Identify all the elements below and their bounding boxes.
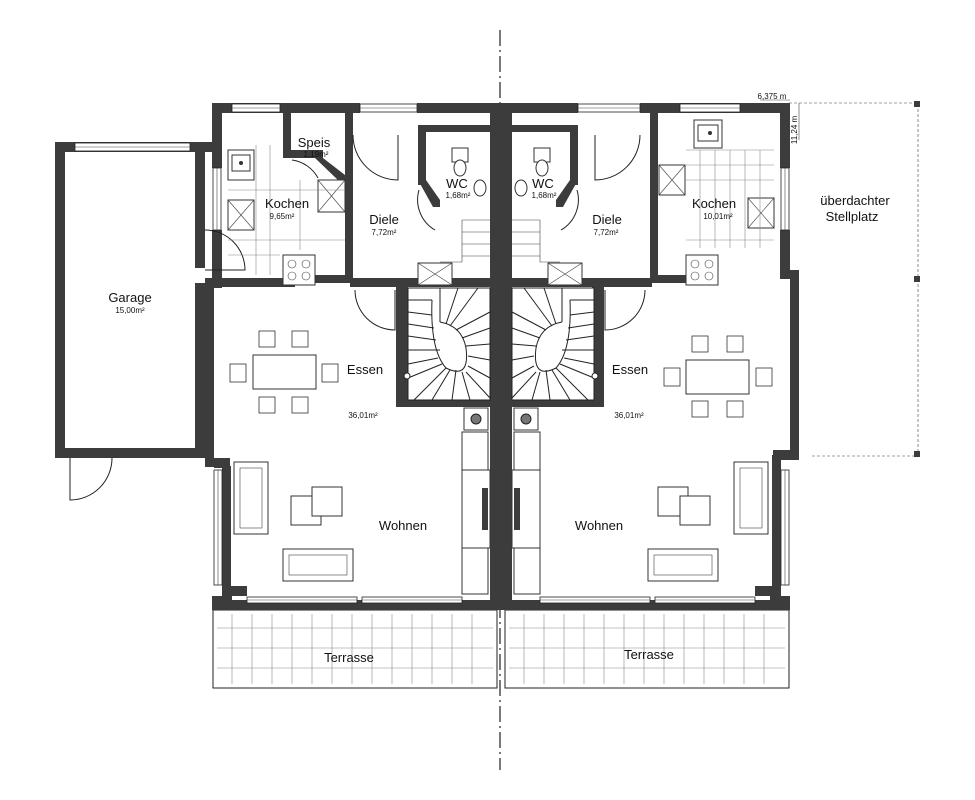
wc-right-label: WC — [532, 176, 554, 191]
terrasse-right-label: Terrasse — [624, 647, 674, 662]
living-left-area: 36,01m² — [348, 411, 378, 420]
diele-left-label: Diele — [369, 212, 399, 227]
dining-set-left — [229, 330, 339, 414]
kochen-left-area: 9,65m² — [270, 212, 295, 221]
wohnen-left-label: Wohnen — [379, 518, 427, 533]
speis-label: Speis — [298, 135, 331, 150]
dining-set-right — [663, 335, 773, 418]
carport-outline — [760, 99, 920, 457]
doors — [69, 134, 646, 501]
terrace-left — [212, 609, 498, 689]
wohnen-right-label: Wohnen — [575, 518, 623, 533]
essen-right-label: Essen — [612, 362, 648, 377]
wc-right-fixtures — [514, 147, 583, 286]
essen-left-label: Essen — [347, 362, 383, 377]
chimney-left — [461, 407, 491, 595]
kochen-right-area: 10,01m² — [703, 212, 733, 221]
carport-label-line1: überdachter — [820, 193, 890, 208]
kitchen-right-fixtures — [658, 119, 775, 286]
living-right-area: 36,01m² — [614, 411, 644, 420]
windows — [74, 103, 790, 604]
room-labels: Garage 15,00m² Speis 1,19m² Kochen 9,65m… — [108, 92, 890, 665]
wc-left-fixtures — [417, 147, 487, 286]
garage-label: Garage — [108, 290, 151, 305]
chimney-right — [511, 407, 541, 595]
wc-left-area: 1,68m² — [446, 191, 471, 200]
wc-right-area: 1,68m² — [532, 191, 557, 200]
speis-area: 1,19m² — [304, 150, 329, 159]
kochen-right-label: Kochen — [692, 196, 736, 211]
diele-left-area: 7,72m² — [372, 228, 397, 237]
diele-right-area: 7,72m² — [594, 228, 619, 237]
dimension-depth: 11,24 m — [790, 116, 799, 145]
stair-landings — [440, 219, 560, 263]
garage-area: 15,00m² — [115, 306, 145, 315]
carport-label-line2: Stellplatz — [826, 209, 879, 224]
staircase-right — [511, 287, 599, 401]
dimension-width: 6,375 m — [758, 92, 787, 101]
wc-left-label: WC — [446, 176, 468, 191]
kochen-left-label: Kochen — [265, 196, 309, 211]
terrace-right — [504, 609, 790, 689]
living-set-left — [233, 461, 354, 582]
terrasse-left-label: Terrasse — [324, 650, 374, 665]
kitchen-left-fixtures — [227, 145, 346, 286]
staircase-left — [403, 287, 491, 401]
living-set-right — [647, 461, 769, 582]
diele-right-label: Diele — [592, 212, 622, 227]
